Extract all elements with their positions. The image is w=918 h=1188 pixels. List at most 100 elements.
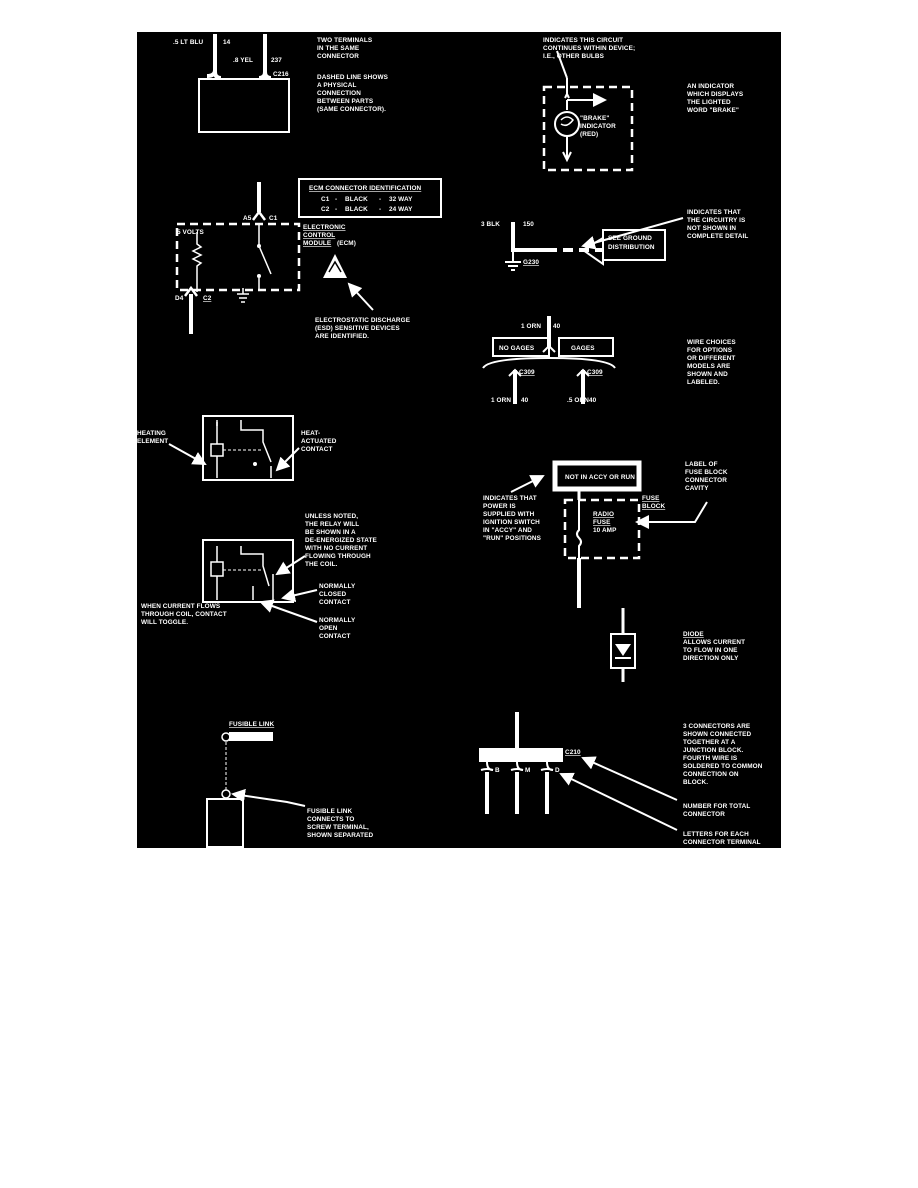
fusible-note-1: FUSIBLE LINK xyxy=(307,808,353,815)
wire-b-circuit: 237 xyxy=(271,57,282,64)
note-dashed-2: A PHYSICAL xyxy=(317,82,356,89)
esd-note-3: ARE IDENTIFIED. xyxy=(315,333,369,340)
choice-note-4: MODELS ARE xyxy=(687,363,731,370)
cavity-note-4: CAVITY xyxy=(685,485,709,492)
wire-left-circuit: 40 xyxy=(521,397,529,404)
connector-label: C216 xyxy=(273,71,289,78)
bulb-label-3: (RED) xyxy=(580,131,598,138)
power-note-1: INDICATES THAT xyxy=(483,495,537,502)
ecm-label-2: CONTROL xyxy=(303,232,335,239)
relay-note-5: WITH NO CURRENT xyxy=(305,545,367,552)
power-note-3: SUPPLIED WITH xyxy=(483,511,535,518)
esd-note-2: (ESD) SENSITIVE DEVICES xyxy=(315,325,400,332)
wire-right-circuit: 40 xyxy=(589,397,597,404)
conn-left: C309 xyxy=(519,369,535,376)
nc-note-1: NORMALLY xyxy=(319,583,356,590)
ecm-row1-ways: 32 WAY xyxy=(389,196,413,203)
ground-note-2: THE CIRCUITRY IS xyxy=(687,217,746,224)
heat-contact-3: CONTACT xyxy=(301,446,332,453)
note-dashed-1: DASHED LINE SHOWS xyxy=(317,74,389,81)
ecm-row1-color: BLACK xyxy=(345,196,368,203)
conn-right: C309 xyxy=(587,369,603,376)
ground-note-4: COMPLETE DETAIL xyxy=(687,233,748,240)
heating-label-1: HEATING xyxy=(137,430,166,437)
ecm-row2-id: C2 xyxy=(321,206,330,213)
nc-note-3: CONTACT xyxy=(319,599,350,606)
bulb-label-1: "BRAKE" xyxy=(580,115,609,122)
wiring-symbols-diagram: .5 LT BLU 14 .8 YEL 237 C216 TWO TERMINA… xyxy=(137,32,781,848)
fusible-link-title: FUSIBLE LINK xyxy=(229,721,275,728)
diode-icon xyxy=(615,644,631,656)
heat-device-box xyxy=(202,415,294,481)
not-in-accy-box xyxy=(552,460,642,492)
ecm-table-title: ECM CONNECTOR IDENTIFICATION xyxy=(309,185,422,192)
bulb-icon xyxy=(554,111,580,137)
see-ground-1: SEE GROUND xyxy=(608,235,652,242)
ecm-outline xyxy=(175,222,301,292)
volts-label: 5 VOLTS xyxy=(177,229,204,236)
relay-note-1: UNLESS NOTED, xyxy=(305,513,358,520)
option-no-gages: NO GAGES xyxy=(499,345,535,352)
relay-note-6: FLOWING THROUGH xyxy=(305,553,371,560)
letters-note-1: LETTERS FOR EACH xyxy=(683,831,749,838)
diode-note-3: DIRECTION ONLY xyxy=(683,655,739,662)
wire-label: 3 BLK xyxy=(481,221,500,228)
junction-note-3: TOGETHER AT A xyxy=(683,739,736,746)
esd-note-1: ELECTROSTATIC DISCHARGE xyxy=(315,317,411,324)
panel-heating-element: HEATING ELEMENT HEAT- ACTUATED CONTACT xyxy=(137,415,337,481)
option-gages: GAGES xyxy=(571,345,595,352)
panel-ground: 3 BLK 150 G230 SEE GROUND DISTRIBUTION I… xyxy=(481,209,748,271)
option-no-gages-box xyxy=(492,337,550,357)
cavity-note-3: CONNECTOR xyxy=(685,477,727,484)
junction-note-1: 3 CONNECTORS ARE xyxy=(683,723,751,730)
power-note-6: "RUN" POSITIONS xyxy=(483,535,542,542)
cavity-note-2: FUSE BLOCK xyxy=(685,469,728,476)
pin-c2: C2 xyxy=(203,295,212,302)
ecm-label-1: ELECTRONIC xyxy=(303,224,346,231)
choice-note-2: FOR OPTIONS xyxy=(687,347,733,354)
pin-a5: A5 xyxy=(243,215,252,222)
connector-block xyxy=(198,78,290,133)
no-note-2: OPEN xyxy=(319,625,338,632)
junction-note-8: BLOCK. xyxy=(683,779,708,786)
panel-fusible-link: FUSIBLE LINK FUSIBLE LINK CONNECTS TO SC… xyxy=(206,721,373,848)
relay-box xyxy=(202,539,294,603)
note-terminals-2: IN THE SAME xyxy=(317,45,360,52)
letters-note-2: CONNECTOR TERMINAL xyxy=(683,839,761,846)
top-wire: 1 ORN xyxy=(521,323,541,330)
ecm-row1-dash1: - xyxy=(335,196,337,203)
note-terminals-1: TWO TERMINALS xyxy=(317,37,373,44)
letter-b: B xyxy=(495,767,500,774)
ecm-label-3: MODULE xyxy=(303,240,332,247)
no-note-3: CONTACT xyxy=(319,633,350,640)
cavity-note-1: LABEL OF xyxy=(685,461,718,468)
panel-two-terminals: .5 LT BLU 14 .8 YEL 237 C216 TWO TERMINA… xyxy=(173,34,389,133)
relay-note-2: THE RELAY WILL xyxy=(305,521,359,528)
ecm-row1-dash2: - xyxy=(379,196,381,203)
pin-c1: C1 xyxy=(269,215,278,222)
bulb-label-2: INDICATOR xyxy=(580,123,616,130)
diode-note-1: ALLOWS CURRENT xyxy=(683,639,745,646)
choice-note-6: LABELED. xyxy=(687,379,720,386)
junction-note-6: SOLDERED TO COMMON xyxy=(683,763,763,770)
note-indicator-2: WHICH DISPLAYS xyxy=(687,91,744,98)
note-indicator-1: AN INDICATOR xyxy=(687,83,734,90)
toggle-note-1: WHEN CURRENT FLOWS xyxy=(141,603,221,610)
circuit-label: 150 xyxy=(523,221,534,228)
terminal-block xyxy=(206,798,244,848)
panel-relay: UNLESS NOTED, THE RELAY WILL BE SHOWN IN… xyxy=(141,513,377,640)
no-note-1: NORMALLY xyxy=(319,617,356,624)
ground-note-3: NOT SHOWN IN xyxy=(687,225,736,232)
device-outline xyxy=(542,85,634,172)
panel-ecm: ECM CONNECTOR IDENTIFICATION C1 - BLACK … xyxy=(175,178,442,340)
ecm-row2-dash2: - xyxy=(379,206,381,213)
fuse-radio: RADIO xyxy=(593,511,614,518)
wire-a-circuit: 14 xyxy=(223,39,231,46)
panel-brake-indicator: "BRAKE" INDICATOR (RED) INDICATES THIS C… xyxy=(542,37,744,172)
junction-note-2: SHOWN CONNECTED xyxy=(683,731,752,738)
wire-right: .5 ORN xyxy=(567,397,589,404)
pin-d4: D4 xyxy=(175,295,184,302)
panel-diode: DIODE ALLOWS CURRENT TO FLOW IN ONE DIRE… xyxy=(610,608,745,682)
number-note-1: NUMBER FOR TOTAL xyxy=(683,803,750,810)
toggle-note-2: THROUGH COIL, CONTACT xyxy=(141,611,227,618)
